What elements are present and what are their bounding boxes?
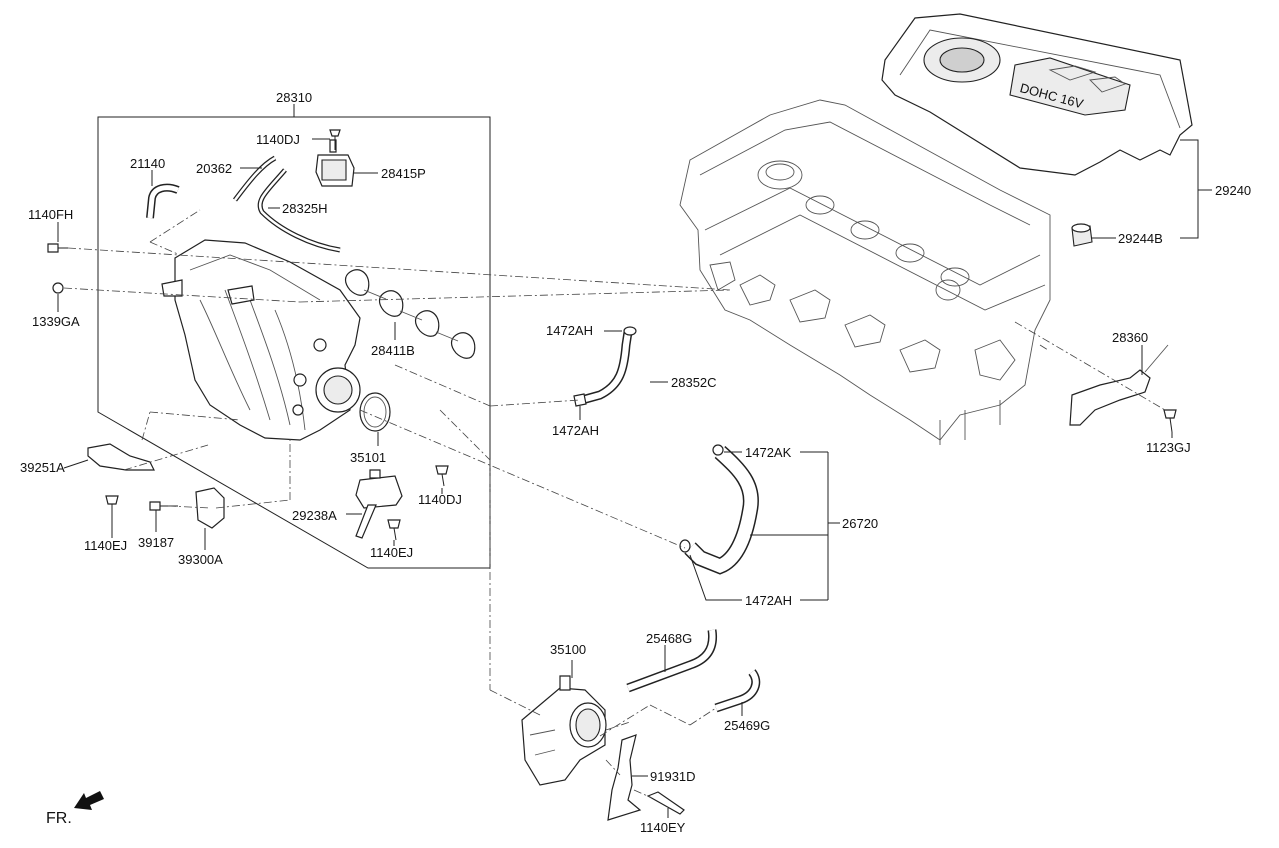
bolt-1140dj-top	[329, 129, 341, 150]
clamp-1472ah-c	[679, 539, 691, 553]
label-39251a: 39251A	[20, 460, 65, 475]
nut-1339ga	[52, 282, 64, 294]
label-29240: 29240	[1215, 183, 1251, 198]
engine-cylinder-head	[679, 99, 1051, 445]
plug-29244b	[1071, 223, 1093, 247]
label-35101: 35101	[350, 450, 386, 465]
label-1472ah-b: 1472AH	[552, 423, 599, 438]
label-front: FR.	[46, 810, 72, 827]
label-28411b: 28411B	[371, 343, 415, 358]
label-28325h: 28325H	[282, 201, 328, 216]
label-1140ey: 1140EY	[640, 820, 686, 835]
sensor-39300a	[195, 487, 225, 529]
label-1472ak: 1472AK	[745, 445, 792, 460]
bolt-1123gj	[1163, 409, 1177, 433]
label-39300a: 39300A	[178, 552, 223, 567]
label-28310: 28310	[276, 90, 312, 105]
leader-lines	[57, 104, 1212, 818]
label-20362: 20362	[196, 161, 232, 176]
label-21140: 21140	[130, 156, 165, 171]
engine-cover: DOHC 16V	[881, 13, 1193, 176]
label-1140fh: 1140FH	[28, 207, 73, 222]
label-1123gj: 1123GJ	[1146, 440, 1191, 455]
label-26720: 26720	[842, 516, 878, 531]
label-1140dj-mid: 1140DJ	[418, 492, 462, 507]
intake-manifold	[161, 239, 361, 441]
throttle-oring	[359, 392, 391, 432]
part-labels: 28310 1140DJ 21140 20362 28415P 28325H 1…	[20, 90, 1251, 835]
bolt-1140dj-mid	[435, 465, 449, 487]
throttle-body-35100	[521, 675, 607, 786]
manifold-gasket	[344, 269, 476, 359]
bracket-39251a	[87, 443, 155, 471]
label-91931d: 91931D	[650, 769, 696, 784]
label-28360: 28360	[1112, 330, 1148, 345]
label-25469g: 25469G	[724, 718, 770, 733]
bracket-91931d	[607, 734, 642, 821]
front-direction-arrow-icon	[74, 791, 104, 810]
label-35100: 35100	[550, 642, 586, 657]
label-28352c: 28352C	[671, 375, 717, 390]
bolt-1140ej-mid	[387, 519, 401, 541]
label-39187: 39187	[138, 535, 174, 550]
label-1339ga: 1339GA	[32, 314, 80, 329]
bolt-1140ej-left	[105, 495, 119, 522]
label-1472ah-c: 1472AH	[745, 593, 792, 608]
bolt-1140ey	[646, 791, 685, 815]
label-1472ah-a: 1472AH	[546, 323, 593, 338]
purge-valve-28415p	[315, 139, 355, 187]
bracket-28360	[1069, 344, 1169, 426]
label-28415p: 28415P	[381, 166, 426, 181]
label-1140ej-left: 1140EJ	[84, 538, 127, 553]
clamp-1472ah-b	[573, 393, 587, 407]
actuator-29238a	[355, 469, 403, 539]
clamp-1472ak	[712, 444, 724, 456]
label-1140ej-mid: 1140EJ	[370, 545, 413, 560]
label-1140dj-top: 1140DJ	[256, 132, 300, 147]
label-25468g: 25468G	[646, 631, 692, 646]
label-29244b: 29244B	[1118, 231, 1163, 246]
dash-lines	[63, 209, 1166, 799]
bolt-1140fh	[47, 243, 68, 253]
manifold-group-box	[97, 116, 491, 569]
clamp-1472ah-a	[623, 326, 637, 336]
label-29238a: 29238A	[292, 508, 337, 523]
